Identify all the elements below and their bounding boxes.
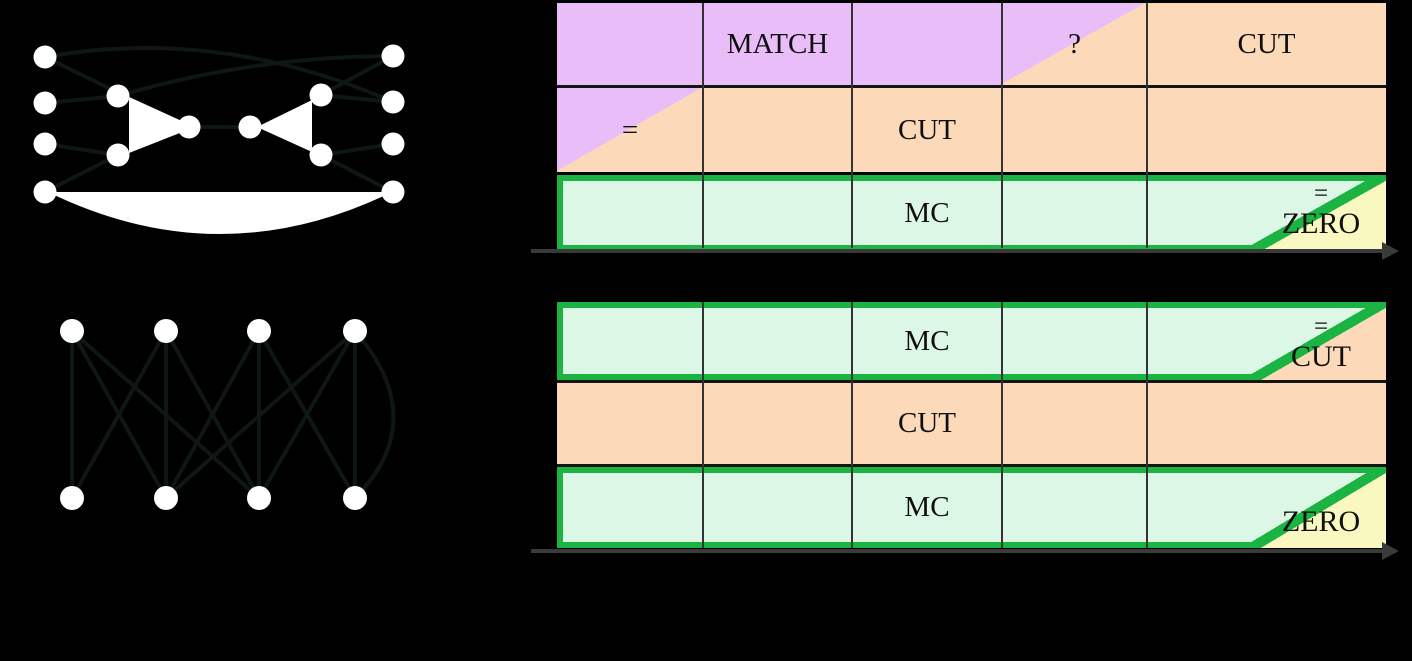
band-label-mc: MC — [904, 324, 950, 357]
cell-orange-empty — [1002, 88, 1147, 172]
graph-node — [381, 44, 405, 68]
cell-question-diagonal: ? — [1002, 3, 1147, 85]
graph-node — [60, 319, 84, 343]
corner-equals: = — [1313, 313, 1329, 340]
band-fill — [563, 181, 1380, 245]
corner-name: ZERO — [1281, 505, 1361, 538]
graph-edge — [44, 142, 119, 157]
column-separator — [851, 3, 853, 248]
cell-label: ? — [1068, 27, 1081, 60]
corner-name: CUT — [1291, 340, 1351, 373]
corner-name: ZERO — [1281, 207, 1361, 240]
green-band-mc: MC = ZERO — [557, 175, 1386, 251]
cell-cut: CUT — [1147, 3, 1386, 85]
range-table-bottom: MC = CUT CUT MC ZERO — [557, 302, 1386, 548]
corner-label: = CUT — [1260, 313, 1382, 372]
graph-edge — [257, 330, 357, 499]
axis-arrow-icon — [1382, 542, 1399, 560]
cell-label: CUT — [898, 113, 956, 146]
band-corner-cut: = CUT — [1251, 302, 1386, 380]
graph-node — [33, 132, 57, 156]
range-table-top: MATCH ? CUT = CUT MC = ZERO — [557, 3, 1386, 251]
green-band-mc: MC = CUT — [557, 302, 1386, 380]
cell-orange-empty — [1147, 88, 1386, 172]
graph-node — [381, 180, 405, 204]
graph-edge — [70, 329, 261, 500]
graph-edge — [164, 330, 261, 499]
cell-label: CUT — [1237, 27, 1296, 60]
graph-node — [309, 143, 333, 167]
cell-cut: CUT — [852, 383, 1002, 464]
graph-node — [106, 84, 130, 108]
graph-edge — [320, 153, 394, 194]
band-label-mc: MC — [904, 491, 950, 523]
table-top-row-2: = CUT — [557, 85, 1386, 172]
graph-node — [154, 319, 178, 343]
cell-label: MATCH — [726, 27, 829, 60]
green-band-mc: MC ZERO — [557, 467, 1386, 548]
graph-node — [238, 115, 262, 139]
graph-edge — [117, 54, 394, 98]
column-separator — [851, 302, 853, 548]
column-separator — [702, 302, 704, 548]
band-label-mc: MC — [904, 196, 950, 229]
cell-equals-diagonal: = — [557, 88, 703, 172]
graph-edge — [70, 330, 168, 499]
cell-orange-empty — [1002, 383, 1147, 464]
graph-node — [247, 319, 271, 343]
graph-edge — [320, 54, 394, 97]
cell-orange-empty — [557, 383, 703, 464]
column-separator — [1001, 3, 1003, 248]
column-separator — [702, 3, 704, 248]
cell-purple-empty — [557, 3, 703, 85]
column-separator — [1001, 302, 1003, 548]
cell-match: MATCH — [703, 3, 852, 85]
graph-node — [33, 180, 57, 204]
graph-node — [33, 91, 57, 115]
cell-cut: CUT — [852, 88, 1002, 172]
band-corner-zero: = ZERO — [1251, 175, 1386, 251]
x-axis-top — [531, 242, 1399, 260]
cell-orange-empty — [703, 383, 852, 464]
graph-node — [154, 486, 178, 510]
column-separator — [1146, 3, 1148, 248]
graph-node — [247, 486, 271, 510]
cell-label: = — [621, 113, 639, 146]
graph-edge — [320, 93, 394, 104]
graph-edge — [44, 94, 119, 105]
gadget-lens — [48, 192, 392, 234]
table-bottom-row-2: CUT — [557, 380, 1386, 467]
graph-node — [309, 83, 333, 107]
gadget-triangle — [257, 100, 312, 152]
cell-purple-empty — [852, 3, 1002, 85]
graph-node — [106, 143, 130, 167]
graph-node — [177, 115, 201, 139]
graph-node — [343, 486, 367, 510]
corner-label: = ZERO — [1260, 180, 1382, 239]
graph-node — [381, 90, 405, 114]
band-fill — [563, 473, 1380, 542]
x-axis-bottom — [531, 542, 1399, 560]
graph-node — [343, 319, 367, 343]
graph-edge — [164, 329, 357, 500]
band-corner-zero: ZERO — [1251, 467, 1386, 548]
table-top-row-1: MATCH ? CUT — [557, 3, 1386, 85]
column-separator — [1146, 302, 1148, 548]
corner-equals: = — [1313, 180, 1329, 207]
graph-edge — [320, 142, 394, 157]
graph-edge — [44, 153, 119, 194]
corner-label: ZERO — [1260, 506, 1382, 537]
graph-node — [60, 486, 84, 510]
cell-label: CUT — [898, 407, 956, 439]
graph-edge — [353, 329, 396, 500]
gadget-triangle — [129, 97, 195, 153]
graph-node — [381, 132, 405, 156]
band-fill — [563, 308, 1380, 374]
axis-arrow-icon — [1382, 242, 1399, 260]
graph-node — [33, 45, 57, 69]
cell-orange-empty — [1147, 383, 1386, 464]
cell-orange-empty — [703, 88, 852, 172]
graph-edge — [44, 46, 394, 104]
